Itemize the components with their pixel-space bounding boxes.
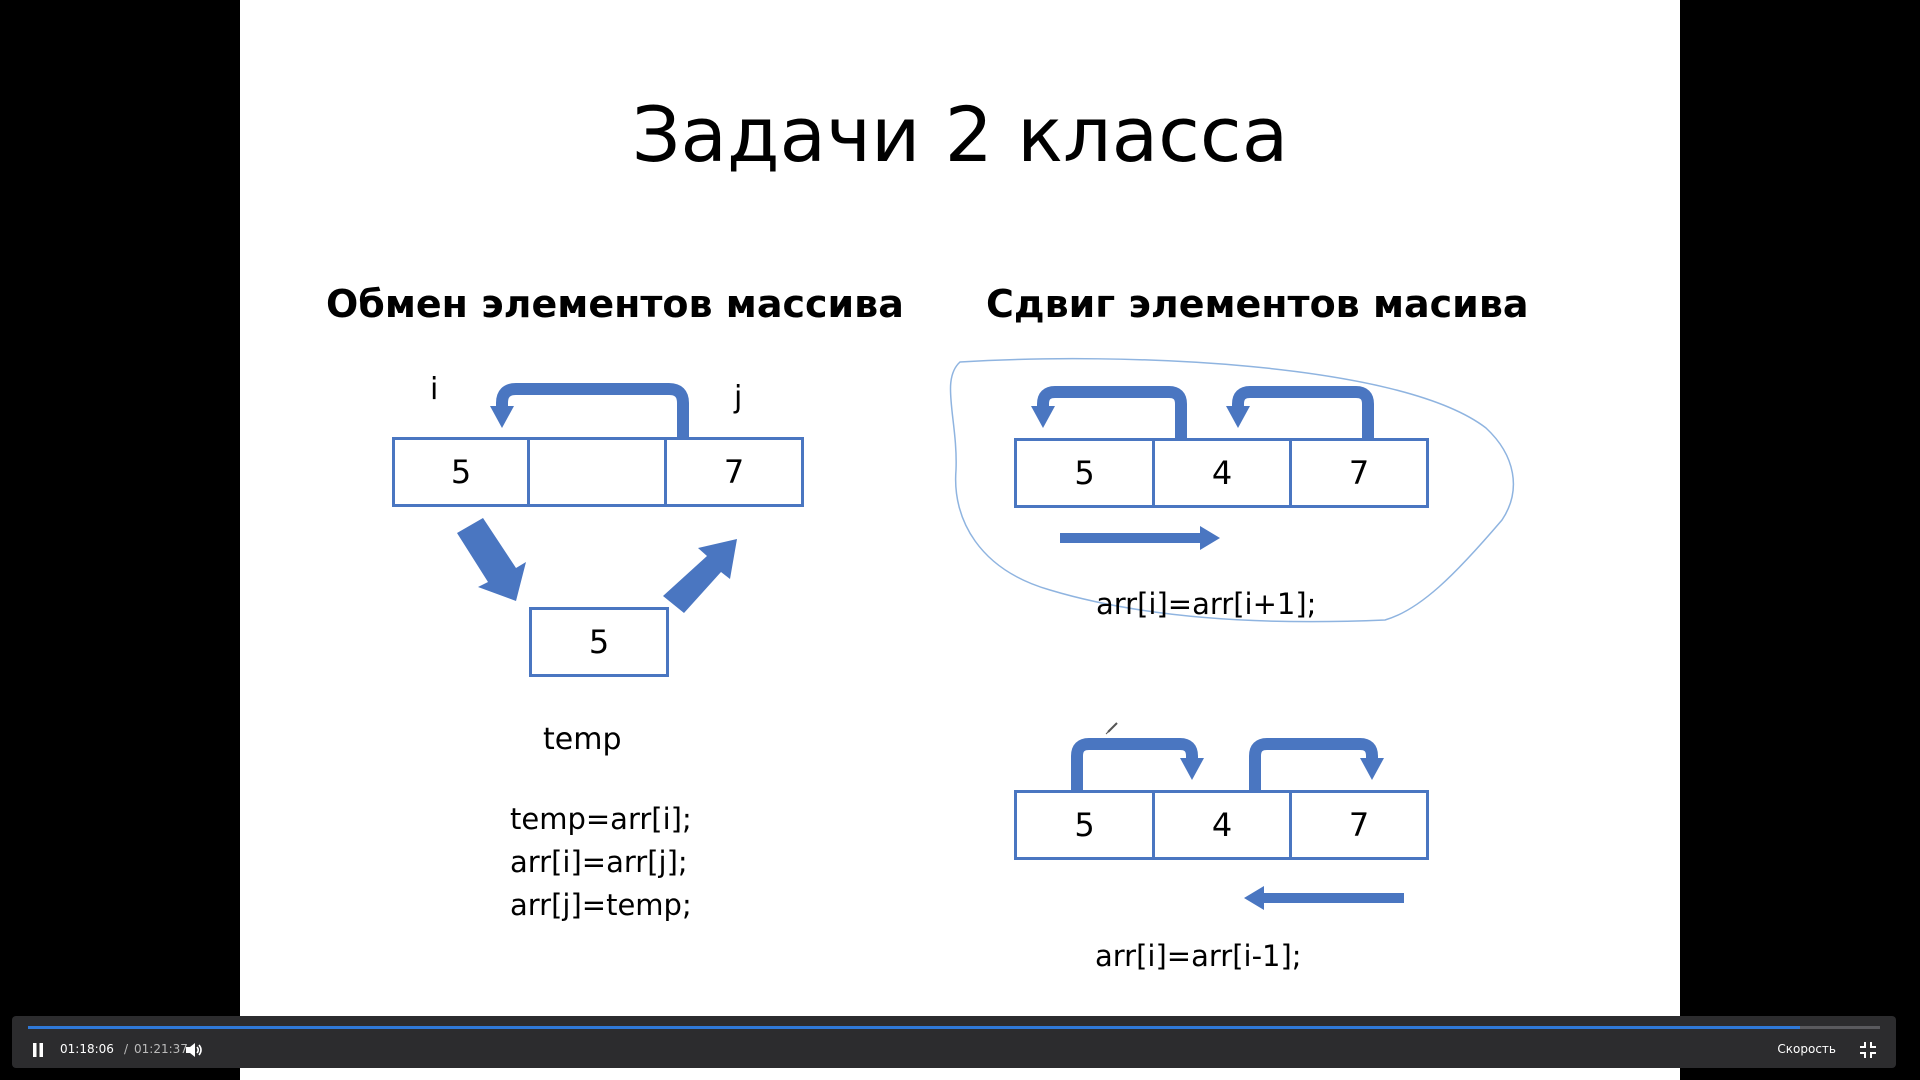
total-time: 01:21:37 (134, 1042, 188, 1056)
shift-cell: 4 (1152, 790, 1292, 860)
shift-right-arrow-2-head (1360, 758, 1384, 780)
exit-fullscreen-icon (1860, 1042, 1876, 1058)
shift-cell: 4 (1152, 438, 1292, 508)
speed-button[interactable]: Скорость (1777, 1042, 1836, 1056)
shift-left-arrow-1 (1037, 386, 1187, 438)
progress-bar-fill (28, 1026, 1801, 1029)
swap-cell: 5 (392, 437, 530, 507)
progress-bar[interactable] (28, 1026, 1880, 1029)
index-i-label: i (430, 372, 439, 407)
volume-icon (186, 1043, 202, 1057)
presentation-slide: Задачи 2 класса Обмен элементов массива … (240, 0, 1680, 1080)
index-j-label: j (734, 380, 743, 415)
code-line: arr[i]=arr[i+1]; (1096, 587, 1317, 621)
shift-cell: 5 (1014, 790, 1155, 860)
time-separator: / (124, 1042, 129, 1056)
shift-code-backward: arr[i]=arr[i-1]; (1095, 935, 1302, 978)
shift-direction-right-arrow (1060, 526, 1220, 550)
shift-left-arrow-2-head (1226, 406, 1250, 428)
swap-curved-arrow-head (490, 406, 514, 428)
shift-left-arrow-1-head (1031, 406, 1055, 428)
exit-fullscreen-button[interactable] (1858, 1040, 1878, 1060)
slide-title: Задачи 2 класса (631, 90, 1289, 179)
pause-button[interactable] (28, 1040, 48, 1060)
volume-button[interactable] (184, 1040, 204, 1060)
shift-cell: 5 (1014, 438, 1155, 508)
shift-left-arrow-2 (1232, 386, 1374, 438)
swap-curved-arrow (496, 383, 689, 437)
swap-cell: 7 (664, 437, 804, 507)
swap-up-arrow (663, 539, 737, 613)
swap-down-arrow (457, 518, 526, 601)
shift-right-arrow-1 (1071, 738, 1198, 790)
shift-direction-left-arrow (1244, 886, 1404, 910)
pause-icon (33, 1043, 43, 1057)
temp-label: temp (543, 722, 622, 757)
swap-code: temp=arr[i]; arr[i]=arr[j]; arr[j]=temp; (510, 798, 692, 927)
shift-heading: Сдвиг элементов масива (986, 282, 1529, 326)
shift-cell: 7 (1289, 438, 1429, 508)
temp-cell: 5 (529, 607, 669, 677)
player-control-bar: 01:18:06 / 01:21:37 Скорость (12, 1016, 1896, 1068)
pen-cursor-icon (1105, 722, 1118, 735)
code-line: temp=arr[i]; (510, 802, 692, 836)
code-line: arr[j]=temp; (510, 888, 692, 922)
shift-right-arrow-1-head (1180, 758, 1204, 780)
shift-right-arrow-2 (1249, 738, 1378, 790)
swap-cell (527, 437, 667, 507)
code-line: arr[i]=arr[j]; (510, 845, 688, 879)
shift-code-forward: arr[i]=arr[i+1]; (1096, 583, 1316, 626)
code-line: arr[i]=arr[i-1]; (1095, 939, 1302, 973)
shift-cell: 7 (1289, 790, 1429, 860)
current-time: 01:18:06 (60, 1042, 114, 1056)
swap-heading: Обмен элементов массива (326, 282, 904, 326)
